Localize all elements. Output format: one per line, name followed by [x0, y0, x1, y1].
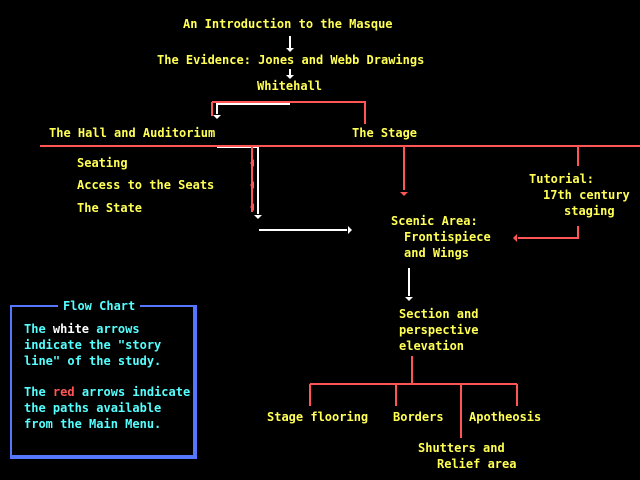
legend-white-before: The	[24, 322, 53, 336]
node-borders[interactable]: Borders	[393, 409, 444, 425]
node-section-line-3: elevation	[399, 339, 465, 353]
node-whitehall[interactable]: Whitehall	[257, 78, 322, 94]
white-arrowhead-intro-evidence	[286, 48, 294, 52]
node-whitehall-label: Whitehall	[257, 79, 323, 93]
red-arrowhead-tutorial-scenic	[513, 234, 517, 242]
node-apotheosis-label: Apotheosis	[469, 410, 542, 424]
node-scenic-line-2: Frontispiece	[404, 230, 491, 244]
red-arrowhead-access	[250, 181, 254, 189]
legend-title: Flow Chart	[58, 298, 141, 314]
white-arrowhead-state-scenic	[348, 226, 352, 234]
node-tutorial[interactable]: Tutorial: 17th century staging	[529, 171, 630, 219]
red-arrowhead-stage-scenic	[400, 192, 408, 196]
red-arrow-tutorial-scenic	[518, 226, 579, 239]
node-introduction-label: An Introduction to the Masque	[183, 17, 393, 31]
white-arrow-whitehall-hall	[216, 103, 290, 114]
node-scenic-line-1: Scenic Area:	[391, 214, 478, 228]
node-flooring-label: Stage flooring	[267, 410, 369, 424]
legend-white-after: arrows indicate the "story line" of the …	[24, 322, 162, 368]
node-apotheosis[interactable]: Apotheosis	[469, 409, 541, 425]
node-stage-label: The Stage	[352, 126, 418, 140]
node-seating-label: Seating	[77, 156, 128, 170]
node-borders-label: Borders	[393, 410, 444, 424]
node-shutters-line-2: Relief area	[437, 457, 517, 471]
legend-white-word: white	[52, 322, 90, 336]
legend-text: The white arrows indicate the "story lin…	[24, 321, 194, 447]
legend-red-word: red	[52, 385, 75, 399]
node-shutters-line-1: Shutters and	[418, 441, 505, 455]
node-evidence-label: The Evidence: Jones and Webb Drawings	[157, 53, 425, 67]
node-hall-and-auditorium[interactable]: The Hall and Auditorium	[49, 125, 215, 141]
node-scenic-line-3: and Wings	[404, 246, 470, 260]
node-scenic-area[interactable]: Scenic Area: Frontispiece and Wings	[391, 213, 491, 261]
white-arrowhead-scenic-section	[405, 297, 413, 301]
node-introduction[interactable]: An Introduction to the Masque	[183, 16, 393, 32]
node-the-stage[interactable]: The Stage	[352, 125, 417, 141]
node-tutorial-line-1: Tutorial:	[529, 172, 595, 186]
white-arrowhead-hall-state	[254, 215, 262, 219]
red-arrowhead-seating	[250, 159, 254, 167]
node-access-to-seats[interactable]: Access to the Seats	[77, 177, 214, 193]
node-access-label: Access to the Seats	[77, 178, 215, 192]
legend-white-paragraph: The white arrows indicate the "story lin…	[24, 321, 194, 369]
legend-red-after: arrows indicate the paths available from…	[24, 385, 191, 431]
node-tutorial-line-2: 17th century	[543, 188, 630, 202]
node-section-line-1: Section and	[399, 307, 479, 321]
node-tutorial-line-3: staging	[564, 204, 615, 218]
node-state-label: The State	[77, 201, 143, 215]
red-line-whitehall-branch	[212, 101, 366, 124]
node-section-line-2: perspective	[399, 323, 479, 337]
node-evidence[interactable]: The Evidence: Jones and Webb Drawings	[157, 52, 424, 68]
legend-box: Flow Chart The white arrows indicate the…	[10, 298, 197, 459]
white-arrowhead-evidence-whitehall	[286, 75, 294, 79]
node-section-elevation[interactable]: Section and perspective elevation	[399, 306, 478, 354]
node-seating[interactable]: Seating	[77, 155, 128, 171]
red-arrowhead-state	[250, 203, 254, 211]
node-stage-flooring[interactable]: Stage flooring	[267, 409, 368, 425]
node-the-state[interactable]: The State	[77, 200, 142, 216]
legend-red-before: The	[24, 385, 53, 399]
legend-red-paragraph: The red arrows indicate the paths availa…	[24, 384, 194, 432]
node-shutters-relief[interactable]: Shutters and Relief area	[418, 440, 516, 472]
white-arrowhead-whitehall-hall	[213, 115, 221, 119]
node-hall-label: The Hall and Auditorium	[49, 126, 216, 140]
